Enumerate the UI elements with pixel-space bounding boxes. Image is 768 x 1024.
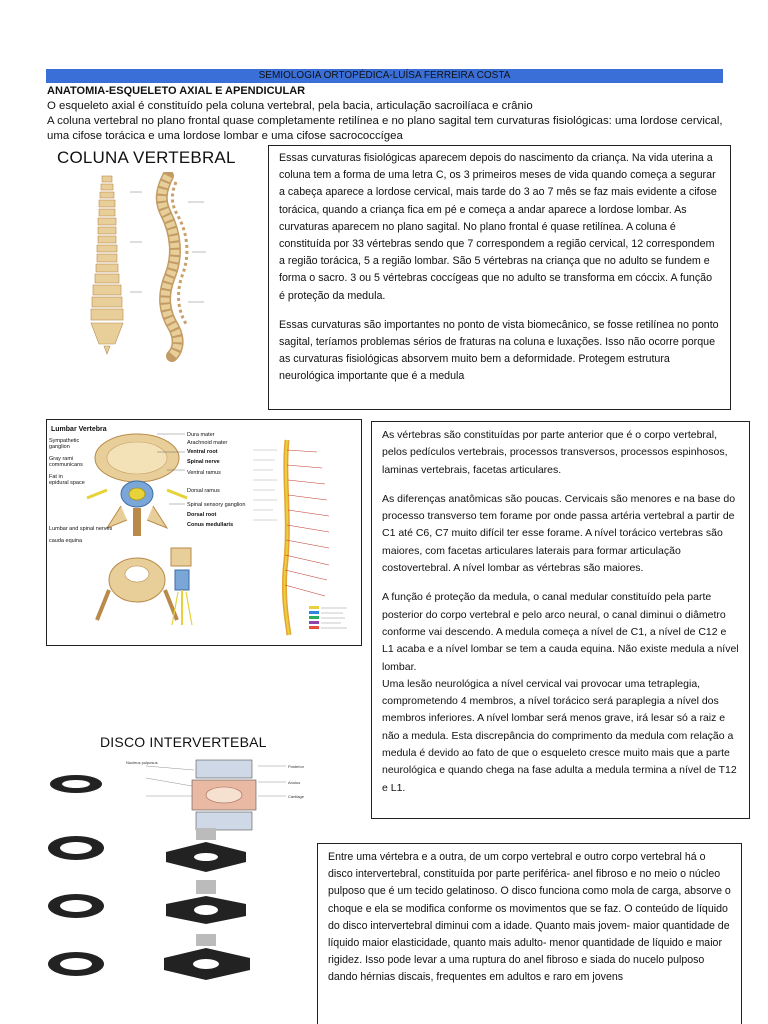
svg-text:Fat in: Fat in (49, 474, 63, 480)
svg-text:Lumbar Vertebra: Lumbar Vertebra (51, 426, 107, 433)
document-title: SEMIOLOGIA ORTOPÉDICA-LUÍSA FERREIRA COS… (258, 70, 511, 81)
section-subtitle: ANATOMIA-ESQUELETO AXIAL E APENDICULAR (47, 85, 306, 97)
svg-text:Ventral ramus: Ventral ramus (187, 470, 221, 476)
box2-paragraph-2: As diferenças anatômicas são poucas. Cer… (382, 492, 736, 575)
svg-text:Dorsal ramus: Dorsal ramus (187, 488, 220, 494)
intro-line-1: O esqueleto axial é constituído pela col… (47, 100, 533, 112)
lateral-spine-view (155, 172, 189, 362)
figure-title-coluna: COLUNA VERTEBRAL (57, 148, 236, 167)
spine-illustration (80, 172, 230, 362)
svg-text:Sympathetic: Sympathetic (49, 438, 80, 444)
text-box-curvaturas: Essas curvaturas fisiológicas aparecem d… (268, 145, 731, 410)
box2-paragraph-3: A função é proteção da medula, o canal m… (382, 591, 739, 673)
svg-text:Dura mater: Dura mater (187, 432, 215, 438)
document-header-bar: SEMIOLOGIA ORTOPÉDICA-LUÍSA FERREIRA COS… (46, 69, 723, 83)
svg-text:Nucleus pulposus: Nucleus pulposus (126, 760, 158, 765)
svg-text:communicans: communicans (49, 462, 83, 468)
svg-text:Arachnoid mater: Arachnoid mater (187, 440, 228, 446)
figure-title-disco: DISCO INTERVERTEBAL (100, 734, 267, 750)
svg-text:Conus medullaris: Conus medullaris (187, 522, 233, 528)
text-box-vertebras: As vértebras são constituídas por parte … (371, 421, 750, 819)
svg-text:Posterior: Posterior (288, 764, 305, 769)
box1-paragraph-2: Essas curvaturas são importantes no pont… (279, 318, 719, 383)
frontal-spine-view (90, 175, 124, 355)
box2-paragraph-4: Uma lesão neurológica a nível cervical v… (382, 677, 737, 794)
text-box-disco: Entre uma vértebra e a outra, de um corp… (317, 843, 742, 1024)
svg-text:cauda equina: cauda equina (49, 538, 83, 544)
box2-paragraph-1: As vértebras são constituídas por parte … (382, 429, 728, 476)
box3-paragraph-1: Entre uma vértebra e a outra, de um corp… (328, 851, 731, 984)
svg-text:Lumbar and spinal nerves: Lumbar and spinal nerves (49, 526, 113, 532)
intervertebral-disc-illustration: Nucleus pulposus Posterior Anulus Cartil… (46, 756, 316, 986)
box1-paragraph-1: Essas curvaturas fisiológicas aparecem d… (279, 152, 717, 302)
svg-text:ganglion: ganglion (49, 444, 70, 450)
intro-text: O esqueleto axial é constituído pela col… (47, 99, 737, 144)
svg-text:Gray rami: Gray rami (49, 456, 73, 462)
svg-text:Dorsal root: Dorsal root (187, 512, 217, 518)
svg-text:Spinal nerve: Spinal nerve (187, 459, 220, 465)
intro-line-2: A coluna vertebral no plano frontal quas… (47, 115, 723, 142)
svg-text:epidural space: epidural space (49, 480, 85, 486)
svg-text:Anulus: Anulus (288, 780, 300, 785)
svg-text:Spinal sensory ganglion: Spinal sensory ganglion (187, 502, 245, 508)
svg-text:Ventral root: Ventral root (187, 449, 218, 455)
svg-text:Cartilage: Cartilage (288, 794, 305, 799)
